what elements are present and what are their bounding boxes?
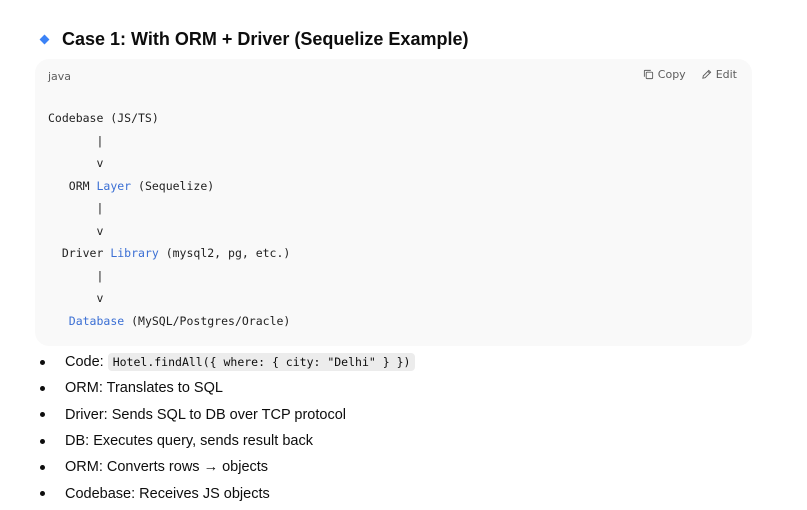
code-line: |	[48, 130, 290, 153]
diamond-bullet-icon	[39, 34, 50, 44]
edit-icon	[701, 69, 711, 79]
bullet-dot-icon	[40, 491, 45, 497]
code-keyword: Layer	[96, 178, 132, 193]
code-text: (mysql2, pg, etc.)	[158, 246, 291, 260]
list-item-text: ORM: Converts rows → objects	[65, 459, 269, 476]
code-text: |	[48, 201, 104, 215]
copy-button[interactable]: Copy	[643, 68, 686, 81]
code-text: ORM	[48, 178, 97, 193]
code-text: |	[48, 133, 104, 148]
copy-label: Copy	[657, 68, 686, 81]
code-text: v	[48, 156, 104, 170]
edit-button[interactable]: Edit	[701, 68, 737, 81]
list-item: Codebase: Receives JS objects	[38, 480, 415, 506]
list-item-text: ORM: Translates to SQL	[65, 380, 223, 397]
code-text: |	[48, 268, 104, 283]
edit-label: Edit	[715, 68, 737, 81]
list-item: Code:Hotel.findAll({ where: { city: "Del…	[38, 349, 416, 375]
code-line: ORM Layer (Sequelize)	[48, 175, 290, 198]
code-line: v	[48, 220, 290, 243]
code-keyword: Library	[110, 246, 159, 260]
code-text: Driver	[48, 246, 111, 260]
code-text: (Sequelize)	[131, 178, 215, 193]
bullet-dot-icon	[40, 438, 45, 444]
bullet-dot-icon	[40, 385, 45, 391]
code-text	[48, 314, 69, 328]
list-item: Driver: Sends SQL to DB over TCP protoco…	[38, 402, 415, 428]
code-line: |	[48, 265, 290, 288]
code-line: Database (MySQL/Postgres/Oracle)	[48, 310, 291, 333]
list-item: DB: Executes query, sends result back	[38, 428, 415, 454]
list-item-text: DB: Executes query, sends result back	[65, 433, 313, 450]
code-line: Driver Library (mysql2, pg, etc.)	[48, 242, 291, 265]
bullet-dot-icon	[40, 412, 45, 418]
list-item-text: Driver: Sends SQL to DB over TCP protoco…	[65, 406, 346, 423]
code-text: (MySQL/Postgres/Oracle)	[124, 313, 291, 328]
list-item-text: Code:	[65, 354, 104, 371]
list-item: ORM: Converts rows → objects	[38, 454, 415, 480]
code-keyword: Database	[68, 313, 125, 328]
heading-title: Case 1: With ORM + Driver (Sequelize Exa…	[62, 29, 469, 49]
code-actions: Copy Edit	[643, 68, 737, 81]
code-text: Codebase (JS/TS)	[48, 111, 159, 125]
inline-code: Hotel.findAll({ where: { city: "Delhi" }…	[107, 353, 416, 372]
code-line: Codebase (JS/TS)	[48, 107, 290, 130]
code-line: |	[48, 197, 290, 220]
bullet-dot-icon	[40, 359, 45, 365]
code-content: Codebase (JS/TS) | v ORM Layer (Sequeliz…	[48, 107, 290, 332]
code-language-label: java	[48, 70, 72, 83]
bullet-dot-icon	[40, 464, 45, 470]
list-item-text: Codebase: Receives JS objects	[65, 485, 270, 502]
section-heading: Case 1: With ORM + Driver (Sequelize Exa…	[38, 27, 468, 51]
code-block: java Copy Edit Codebase (JS/TS) | v ORM …	[35, 59, 752, 346]
copy-icon	[643, 69, 653, 80]
code-line: v	[48, 287, 290, 310]
list-item: ORM: Translates to SQL	[38, 375, 415, 401]
code-text: v	[48, 291, 104, 305]
code-text: v	[48, 223, 104, 238]
code-line: v	[48, 152, 290, 175]
bullet-list: Code:Hotel.findAll({ where: { city: "Del…	[38, 349, 416, 507]
